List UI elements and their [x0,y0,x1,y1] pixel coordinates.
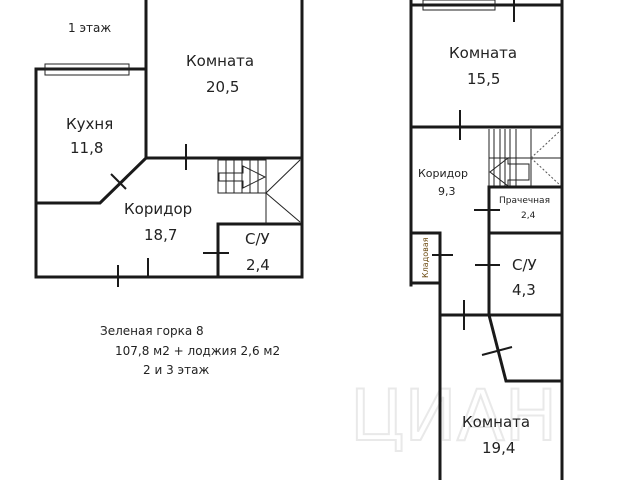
floor-label: 1 этаж [68,21,111,35]
left-floor-plan: 1 этаж Комната 20,5 Кухня 11,8 Коридор 1… [34,0,304,287]
room-19-4-diagonal-wall [487,313,564,383]
room-name: Комната [186,52,254,70]
stair-diagonal [530,129,562,159]
area-summary: 107,8 м2 + лоджия 2,6 м2 [115,344,280,358]
room-name: Кухня [66,115,113,133]
room-name: С/У [245,230,270,248]
stair-arrow-icon [218,165,267,189]
stair-arrow-icon [489,156,530,188]
room-name: Коридор [124,200,192,218]
room-area: 4,3 [512,281,536,299]
room-walls-komnata-20-5 [144,0,304,160]
room-name: Комната [462,413,530,431]
room-area: 18,7 [144,226,177,244]
outer-walls-left [34,67,304,279]
staircase [488,129,562,188]
pantry-walls [409,231,442,285]
stair-diagonal [530,157,562,187]
window [422,0,496,11]
watermark: ЦИАН [350,375,557,457]
room-name: С/У [512,256,537,274]
door-mark [481,346,513,356]
stair-diagonal [265,192,301,223]
room-area: 15,5 [467,70,500,88]
stair-diagonal [265,159,301,194]
room-area: 2,4 [246,256,270,274]
kitchen-diagonal-wall [34,155,149,205]
staircase [217,159,301,224]
room-name: Прачечная [499,196,550,206]
room-name: Комната [449,44,517,62]
room-area: 11,8 [70,139,103,157]
door-mark [110,173,127,190]
room-name: Кладовая [421,237,430,278]
room-area: 2,4 [521,211,536,221]
address-label: Зеленая горка 8 [100,324,204,338]
right-floor-plan: Комната 15,5 Коридор 9,3 Прачечная 2,4 К… [409,0,564,480]
room-area: 19,4 [482,439,515,457]
floors-label: 2 и 3 этаж [143,363,209,377]
bathroom-walls [216,222,304,279]
room-area: 9,3 [438,185,456,198]
room-area: 20,5 [206,78,239,96]
room-name: Коридор [418,167,468,180]
